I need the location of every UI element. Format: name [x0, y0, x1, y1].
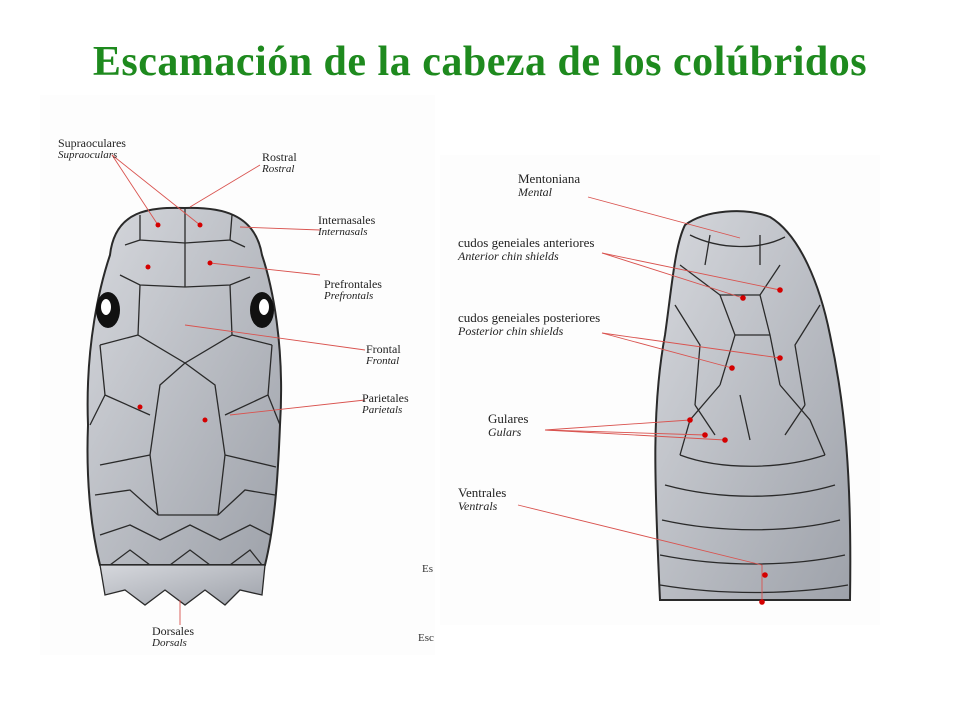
- page-title: Escamación de la cabeza de los colúbrido…: [92, 39, 868, 85]
- text-fragment-1: Es: [422, 563, 433, 575]
- dorsal-head-illustration: [86, 154, 366, 625]
- ventral-head-diagram: [440, 155, 880, 625]
- ventral-head-illustration: [517, 196, 852, 605]
- dorsal-head-diagram: [40, 95, 435, 655]
- text-fragment-2: Esc: [418, 632, 434, 644]
